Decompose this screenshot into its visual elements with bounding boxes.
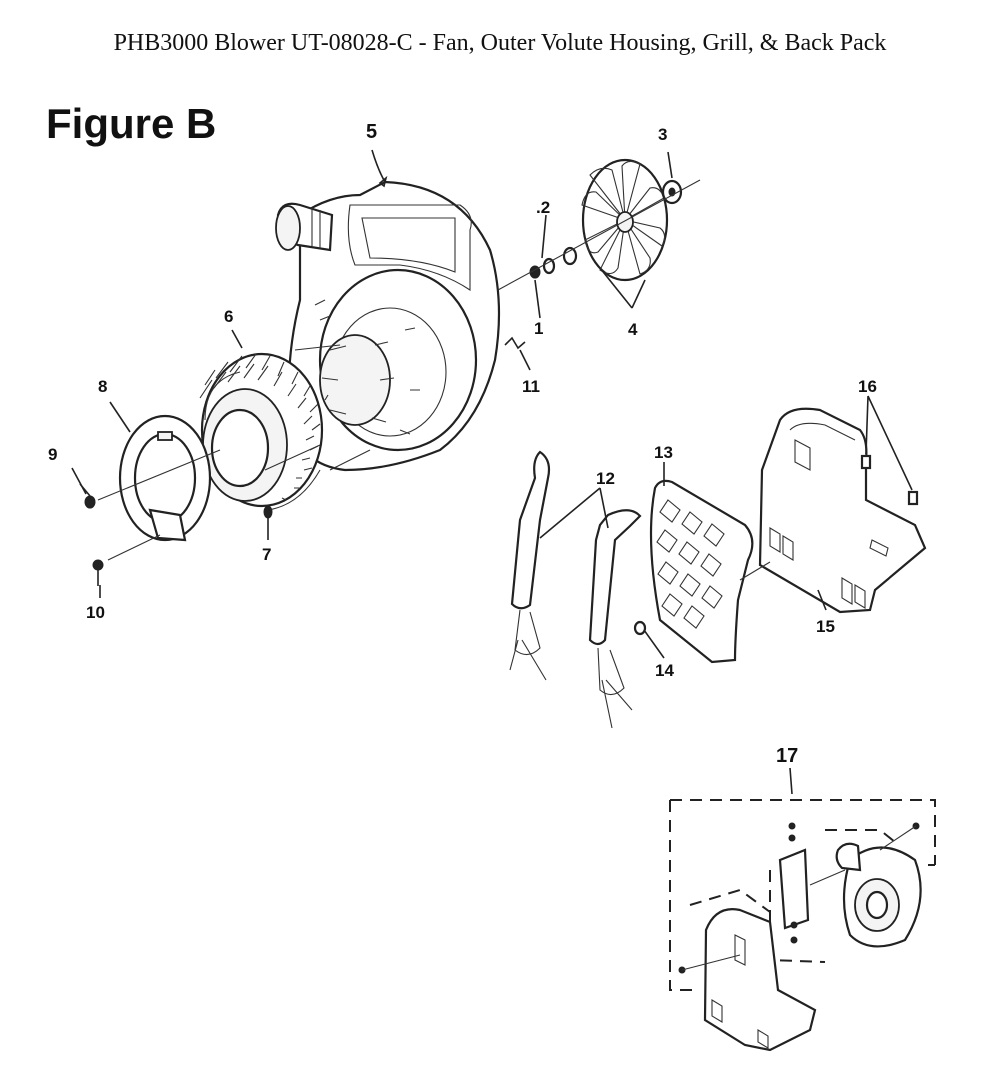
stud-part-16b [907, 490, 919, 506]
callout-3: 3 [658, 125, 667, 144]
callout-8: 8 [98, 377, 107, 396]
backpack-frame [758, 407, 927, 614]
screw-part-10 [92, 559, 104, 586]
clip-part-11 [504, 336, 526, 350]
screw-part-7 [263, 505, 273, 526]
grill [199, 352, 324, 511]
callout-11: 11 [522, 377, 540, 396]
callout-15: 15 [816, 617, 835, 636]
callout-13: 13 [654, 443, 673, 462]
callout-10: 10 [86, 603, 105, 622]
callout-7: 7 [262, 545, 271, 564]
callouts: 1 .2 3 4 5 6 7 8 9 10 11 12 13 14 15 16 … [48, 121, 877, 767]
callout-1: 1 [534, 319, 543, 338]
callout-2: .2 [536, 198, 550, 217]
stud-part-16a [860, 454, 872, 470]
callout-14: 14 [655, 661, 674, 680]
callout-16: 16 [858, 377, 877, 396]
assembly-detail-17 [669, 799, 936, 1052]
page-title: PHB3000 Blower UT-08028-C - Fan, Outer V… [113, 30, 887, 56]
rivet-part-14 [633, 620, 647, 636]
ring-plate [118, 414, 212, 542]
callout-4: 4 [628, 320, 638, 339]
shoulder-straps [509, 450, 642, 729]
figure-label: Figure B [46, 100, 217, 147]
washer-part-2 [542, 257, 556, 275]
callout-17: 17 [776, 745, 798, 767]
callout-5: 5 [366, 121, 377, 143]
callout-6: 6 [224, 307, 233, 326]
fan-impeller [581, 158, 669, 282]
back-pad [633, 479, 754, 664]
callout-9: 9 [48, 445, 57, 464]
callout-12: 12 [596, 469, 615, 488]
leader-lines [71, 149, 913, 795]
fan-axis-line [497, 179, 701, 291]
outer-volute-housing [275, 180, 501, 472]
